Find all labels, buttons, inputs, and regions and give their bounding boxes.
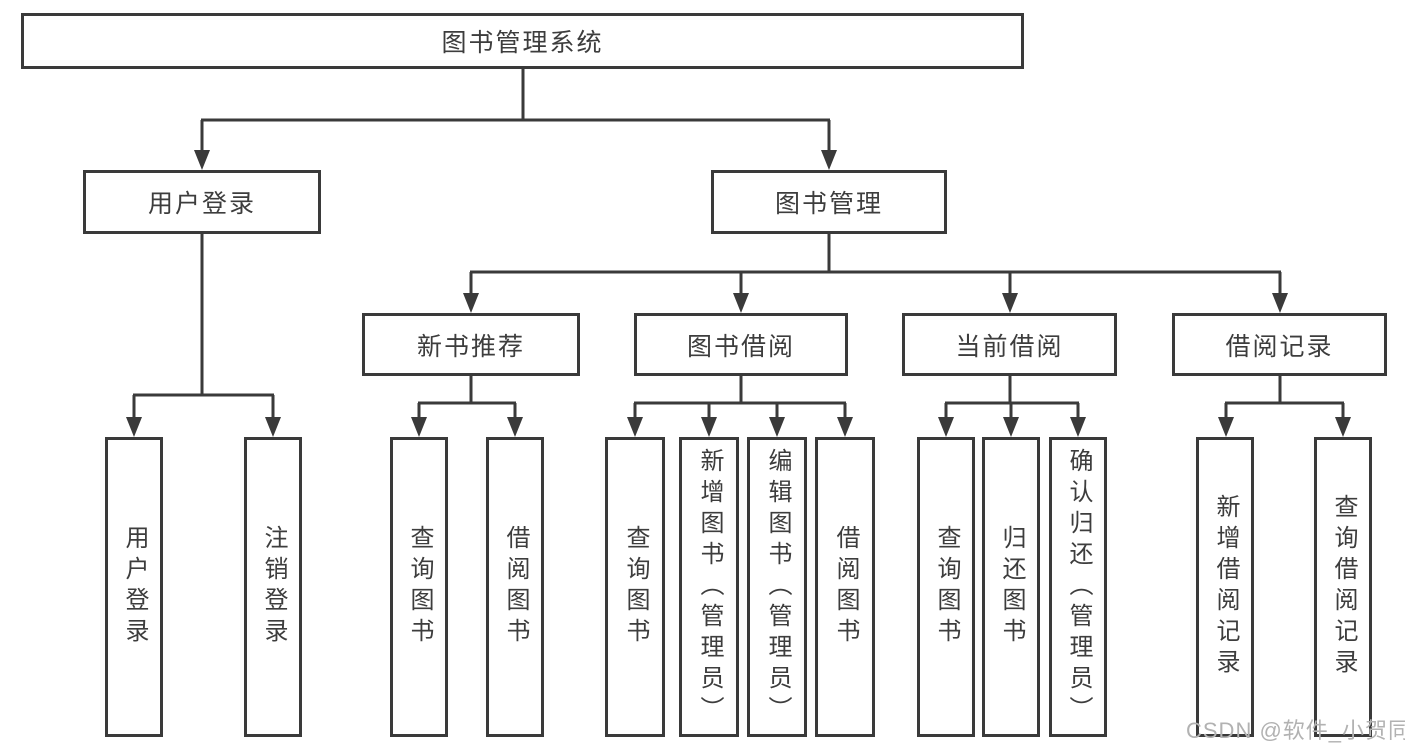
arrow-icon [1335, 417, 1351, 437]
arrow-icon [1002, 293, 1018, 313]
edge-borrow-records-split [1224, 376, 1345, 419]
node-borrow-records: 借阅记录 [1172, 313, 1387, 376]
node-label: 图书管理 [774, 190, 883, 218]
leaf-borrow-books-recommend: 借阅图书 [486, 437, 544, 737]
node-label: 归还图书 [998, 525, 1025, 649]
node-new-book-recommend: 新书推荐 [362, 313, 580, 376]
leaf-query-books-recommend: 查询图书 [390, 437, 448, 737]
leaf-edit-book-admin: 编辑图书（管理员） [747, 437, 807, 737]
node-label: 用户登录 [121, 525, 148, 649]
leaf-add-borrow-record: 新增借阅记录 [1196, 437, 1254, 737]
edge-new-book-split [417, 376, 517, 419]
edge-book-borrow-split [633, 376, 847, 419]
node-label: 借阅记录 [1225, 332, 1334, 361]
node-label: 查询图书 [406, 525, 433, 649]
arrowheads [126, 150, 1351, 437]
node-label: 编辑图书（管理员） [764, 447, 791, 727]
arrow-icon [1070, 417, 1086, 437]
arrow-icon [701, 417, 717, 437]
node-label: 查询图书 [622, 525, 649, 649]
node-label: 图书借阅 [686, 332, 795, 361]
csdn-watermark: CSDN @软件_小贺同学 [1186, 718, 1405, 743]
leaf-query-books-current: 查询图书 [917, 437, 975, 737]
node-user-login: 用户登录 [83, 170, 321, 234]
leaf-confirm-return-admin: 确认归还（管理员） [1049, 437, 1107, 737]
node-label: 图书管理系统 [441, 29, 604, 57]
leaf-query-borrow-record: 查询借阅记录 [1314, 437, 1372, 737]
leaf-query-books-borrow: 查询图书 [605, 437, 665, 737]
node-label: 查询借阅记录 [1330, 494, 1357, 680]
arrow-icon [821, 150, 837, 170]
arrow-icon [194, 150, 210, 170]
node-label: 新增图书（管理员） [696, 447, 723, 727]
arrow-icon [126, 417, 142, 437]
arrow-icon [265, 417, 281, 437]
arrow-icon [1218, 417, 1234, 437]
edge-root-split [200, 68, 831, 152]
node-label: 用户登录 [147, 190, 256, 218]
node-label: 确认归还（管理员） [1065, 447, 1092, 727]
arrow-icon [1003, 417, 1019, 437]
node-label: 新书推荐 [416, 332, 525, 361]
leaf-add-book-admin: 新增图书（管理员） [679, 437, 739, 737]
arrow-icon [769, 417, 785, 437]
node-book-management: 图书管理 [711, 170, 947, 234]
arrow-icon [463, 293, 479, 313]
arrow-icon [411, 417, 427, 437]
arrow-icon [627, 417, 643, 437]
arrow-icon [1272, 293, 1288, 313]
node-library-system: 图书管理系统 [21, 13, 1024, 69]
node-current-borrow: 当前借阅 [902, 313, 1117, 376]
edge-current-borrow-split [944, 376, 1080, 419]
leaf-user-login: 用户登录 [105, 437, 163, 737]
arrow-icon [938, 417, 954, 437]
node-label: 新增借阅记录 [1212, 494, 1239, 680]
node-label: 注销登录 [260, 525, 287, 649]
edge-user-login-split [132, 234, 275, 419]
node-label: 当前借阅 [955, 332, 1064, 361]
node-label: 借阅图书 [502, 525, 529, 649]
node-label: 借阅图书 [832, 525, 859, 649]
leaf-logout: 注销登录 [244, 437, 302, 737]
arrow-icon [507, 417, 523, 437]
leaf-borrow-books: 借阅图书 [815, 437, 875, 737]
arrow-icon [733, 293, 749, 313]
leaf-return-books: 归还图书 [982, 437, 1040, 737]
edge-book-mgmt-split [469, 234, 1282, 296]
node-label: 查询图书 [933, 525, 960, 649]
arrow-icon [837, 417, 853, 437]
node-book-borrow: 图书借阅 [634, 313, 848, 376]
